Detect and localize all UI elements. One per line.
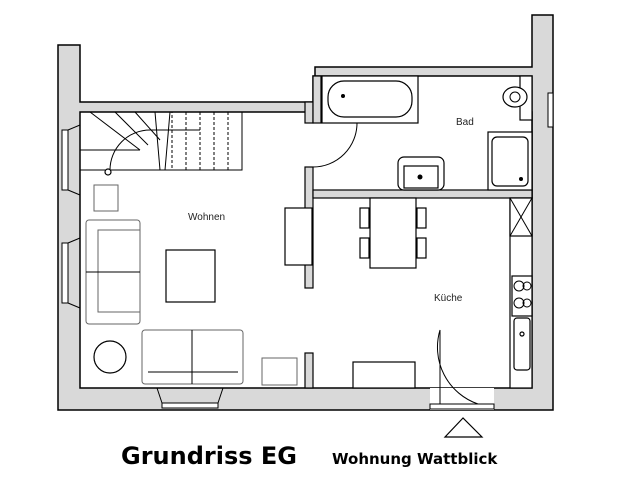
shower — [487, 131, 533, 191]
window — [61, 237, 81, 309]
dining-table — [359, 197, 427, 269]
plan-subtitle: Wohnung Wattblick — [332, 450, 498, 468]
cabinet — [352, 361, 416, 389]
inner-wall — [304, 352, 314, 389]
side-table — [93, 184, 119, 212]
kitchen-sink — [513, 317, 531, 371]
inner-wall — [312, 75, 322, 124]
sink — [397, 156, 445, 191]
stove — [511, 275, 533, 317]
entrance-door-sill — [429, 403, 495, 410]
window — [547, 92, 554, 128]
kitchen-counter — [509, 197, 533, 389]
side-table — [261, 357, 298, 386]
window — [156, 387, 224, 409]
sideboard — [284, 207, 313, 266]
window — [61, 124, 81, 196]
sofa — [85, 219, 141, 325]
bathtub — [321, 75, 419, 124]
room-label-kitchen: Küche — [434, 293, 463, 304]
entrance-triangle-icon — [443, 417, 484, 438]
sofa — [141, 329, 244, 385]
inner-wall — [304, 101, 314, 124]
inner-wall — [312, 189, 533, 199]
room-label-bath: Bad — [456, 117, 474, 128]
plan-title: Grundriss EG — [121, 442, 297, 470]
coffee-table — [165, 249, 216, 303]
bath-door-swing[interactable] — [312, 122, 358, 168]
entrance-door-swing[interactable] — [436, 329, 479, 405]
room-label-living: Wohnen — [188, 212, 225, 223]
toilet — [502, 75, 533, 121]
staircase — [79, 111, 243, 176]
round-table — [93, 340, 127, 374]
